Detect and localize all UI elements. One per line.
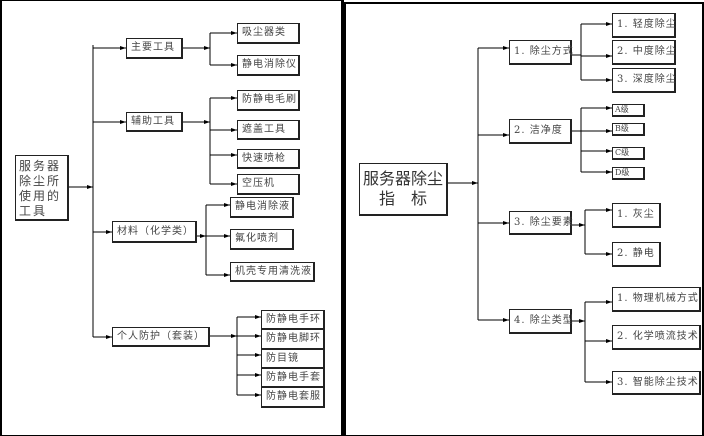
right-leaf-grade: D级 bbox=[612, 167, 645, 180]
left-leaf: 静电消除仪 bbox=[237, 55, 300, 76]
left-leaf: 空压机 bbox=[237, 174, 300, 195]
right-branch-dust-method: 1. 除尘方式 bbox=[509, 40, 573, 65]
right-leaf-grade: C级 bbox=[612, 147, 645, 160]
right-leaf: 2. 中度除尘 bbox=[612, 40, 676, 65]
left-leaf: 氟化喷剂 bbox=[230, 229, 294, 250]
right-leaf: 1. 轻度除尘 bbox=[612, 13, 676, 38]
left-leaf: 防静电脚环 bbox=[261, 329, 325, 350]
left-branch-personal-protection: 个人防护（套装） bbox=[112, 327, 210, 347]
right-branch-dust-elements: 3. 除尘要素 bbox=[509, 211, 573, 235]
right-leaf: 3. 深度除尘 bbox=[612, 68, 676, 93]
right-branch-dust-types: 4. 除尘类型 bbox=[509, 309, 573, 334]
right-leaf-grade: A级 bbox=[612, 104, 645, 117]
right-branch-cleanliness: 2. 洁净度 bbox=[509, 119, 572, 144]
right-leaf-grade: B级 bbox=[612, 123, 645, 136]
left-branch-aux-tools: 辅助工具 bbox=[126, 112, 183, 132]
right-root-node: 服务器除尘 指 标 bbox=[359, 163, 448, 216]
left-leaf: 吸尘器类 bbox=[237, 23, 300, 44]
right-root-line2: 指 标 bbox=[378, 189, 427, 208]
right-leaf: 1. 灰尘 bbox=[612, 203, 661, 228]
left-branch-main-tools: 主要工具 bbox=[126, 38, 183, 59]
left-leaf: 防静电毛刷 bbox=[237, 90, 300, 111]
left-leaf: 防静电套服 bbox=[261, 387, 325, 408]
right-leaf: 1. 物理机械方式 bbox=[612, 287, 701, 312]
left-leaf: 机壳专用清洗液 bbox=[230, 262, 315, 282]
left-leaf: 防目镜 bbox=[261, 349, 325, 369]
right-root-line1: 服务器除尘 bbox=[362, 169, 443, 188]
right-leaf: 2. 化学喷流技术 bbox=[612, 325, 701, 350]
left-branch-materials: 材料（化学类） bbox=[112, 221, 197, 243]
left-leaf: 快速喷枪 bbox=[237, 149, 300, 169]
right-leaf: 2. 静电 bbox=[612, 242, 661, 267]
right-leaf: 3. 智能除尘技术 bbox=[612, 371, 701, 395]
left-root-node: 服务器除尘所使用的工具 bbox=[15, 155, 69, 221]
left-leaf: 静电消除液 bbox=[230, 197, 294, 218]
left-leaf: 遮盖工具 bbox=[237, 120, 300, 140]
left-leaf: 防静电手环 bbox=[261, 310, 325, 330]
left-leaf: 防静电手套 bbox=[261, 368, 325, 388]
